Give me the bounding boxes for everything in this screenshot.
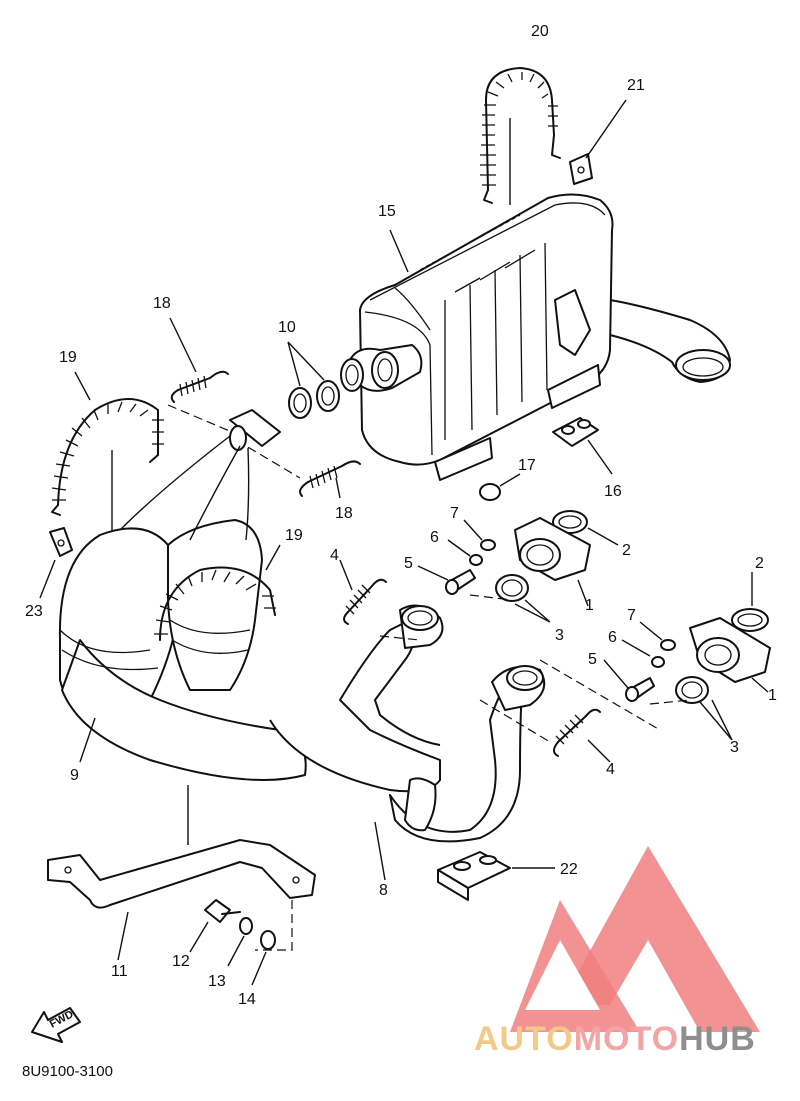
gasket-2-lower — [731, 608, 769, 632]
spring-4-upper — [339, 559, 387, 625]
watermark-text: AUTOMOTOHUB — [474, 1020, 756, 1058]
part-code: 8U9100-3100 — [22, 1063, 113, 1080]
callout-23: 23 — [25, 603, 43, 620]
callout-20: 20 — [531, 23, 549, 40]
joint-set-lower — [539, 572, 771, 741]
watermark-logo — [510, 846, 760, 1032]
callout-18: 18 — [335, 505, 353, 522]
callout-5: 5 — [404, 555, 413, 572]
callout-11: 11 — [111, 963, 128, 980]
callout-21: 21 — [627, 77, 645, 94]
callout-14: 14 — [238, 991, 256, 1008]
nut-14 — [251, 930, 276, 986]
spring-18-lower — [299, 460, 361, 499]
callout-22: 22 — [560, 861, 578, 878]
damper-16 — [552, 417, 613, 475]
spring-4-lower — [553, 708, 611, 763]
spring-19-right — [154, 544, 281, 641]
spring-20 — [480, 67, 561, 205]
bolt-12 — [189, 899, 241, 953]
callout-2: 2 — [755, 555, 764, 572]
gasket-2-upper — [552, 510, 588, 534]
callout-10: 10 — [278, 319, 296, 336]
svg-text:AUTOMOTOHUB: AUTOMOTOHUB — [474, 1020, 756, 1058]
callout-13: 13 — [208, 973, 226, 990]
joint-set-upper — [417, 510, 619, 623]
callouts: 20 21 15 18 10 19 17 16 18 7 6 5 2 1 3 1… — [25, 23, 777, 1008]
callout-5: 5 — [588, 651, 597, 668]
exhaust-pipe-9 — [58, 409, 307, 781]
gaskets-10 — [287, 341, 340, 419]
callout-7: 7 — [450, 505, 459, 522]
callout-3: 3 — [555, 627, 564, 644]
clamp-3-upper — [495, 574, 529, 602]
callout-8: 8 — [379, 882, 388, 899]
washer-6-lower — [651, 656, 665, 668]
callout-19: 19 — [59, 349, 77, 366]
watermark-hub: HUB — [679, 1020, 756, 1058]
bracket-21 — [569, 99, 627, 185]
clamp-3-lower — [675, 676, 709, 704]
watermark-auto: AUTO — [474, 1020, 574, 1058]
callout-17: 17 — [518, 457, 536, 474]
fwd-arrow: FWD — [31, 1007, 81, 1043]
exhaust-pipe-8 — [269, 604, 546, 881]
watermark-moto: MOTO — [574, 1020, 679, 1058]
callout-3: 3 — [730, 739, 739, 756]
nut-7-lower — [660, 639, 676, 651]
callout-2: 2 — [622, 542, 631, 559]
washer-13 — [227, 917, 253, 967]
callout-1: 1 — [768, 687, 777, 704]
callout-19: 19 — [285, 527, 303, 544]
washer-6-upper — [469, 554, 483, 566]
callout-6: 6 — [608, 629, 617, 646]
spring-19-left — [51, 371, 164, 565]
callout-9: 9 — [70, 767, 79, 784]
bracket-23 — [39, 527, 73, 599]
callout-4: 4 — [606, 761, 615, 778]
grommet-17 — [479, 473, 521, 501]
bracket-11 — [47, 785, 316, 961]
callout-1: 1 — [585, 597, 594, 614]
spring-mount-line — [167, 404, 301, 479]
damper-22 — [437, 851, 555, 901]
callout-7: 7 — [627, 607, 636, 624]
callout-16: 16 — [604, 483, 622, 500]
spring-18-upper — [169, 317, 229, 403]
muffler-15 — [340, 193, 731, 481]
callout-4: 4 — [330, 547, 339, 564]
nut-7-upper — [480, 539, 496, 551]
spring-4-mount-line — [379, 635, 551, 743]
callout-15: 15 — [378, 203, 396, 220]
callout-12: 12 — [172, 953, 190, 970]
callout-6: 6 — [430, 529, 439, 546]
callout-18: 18 — [153, 295, 171, 312]
